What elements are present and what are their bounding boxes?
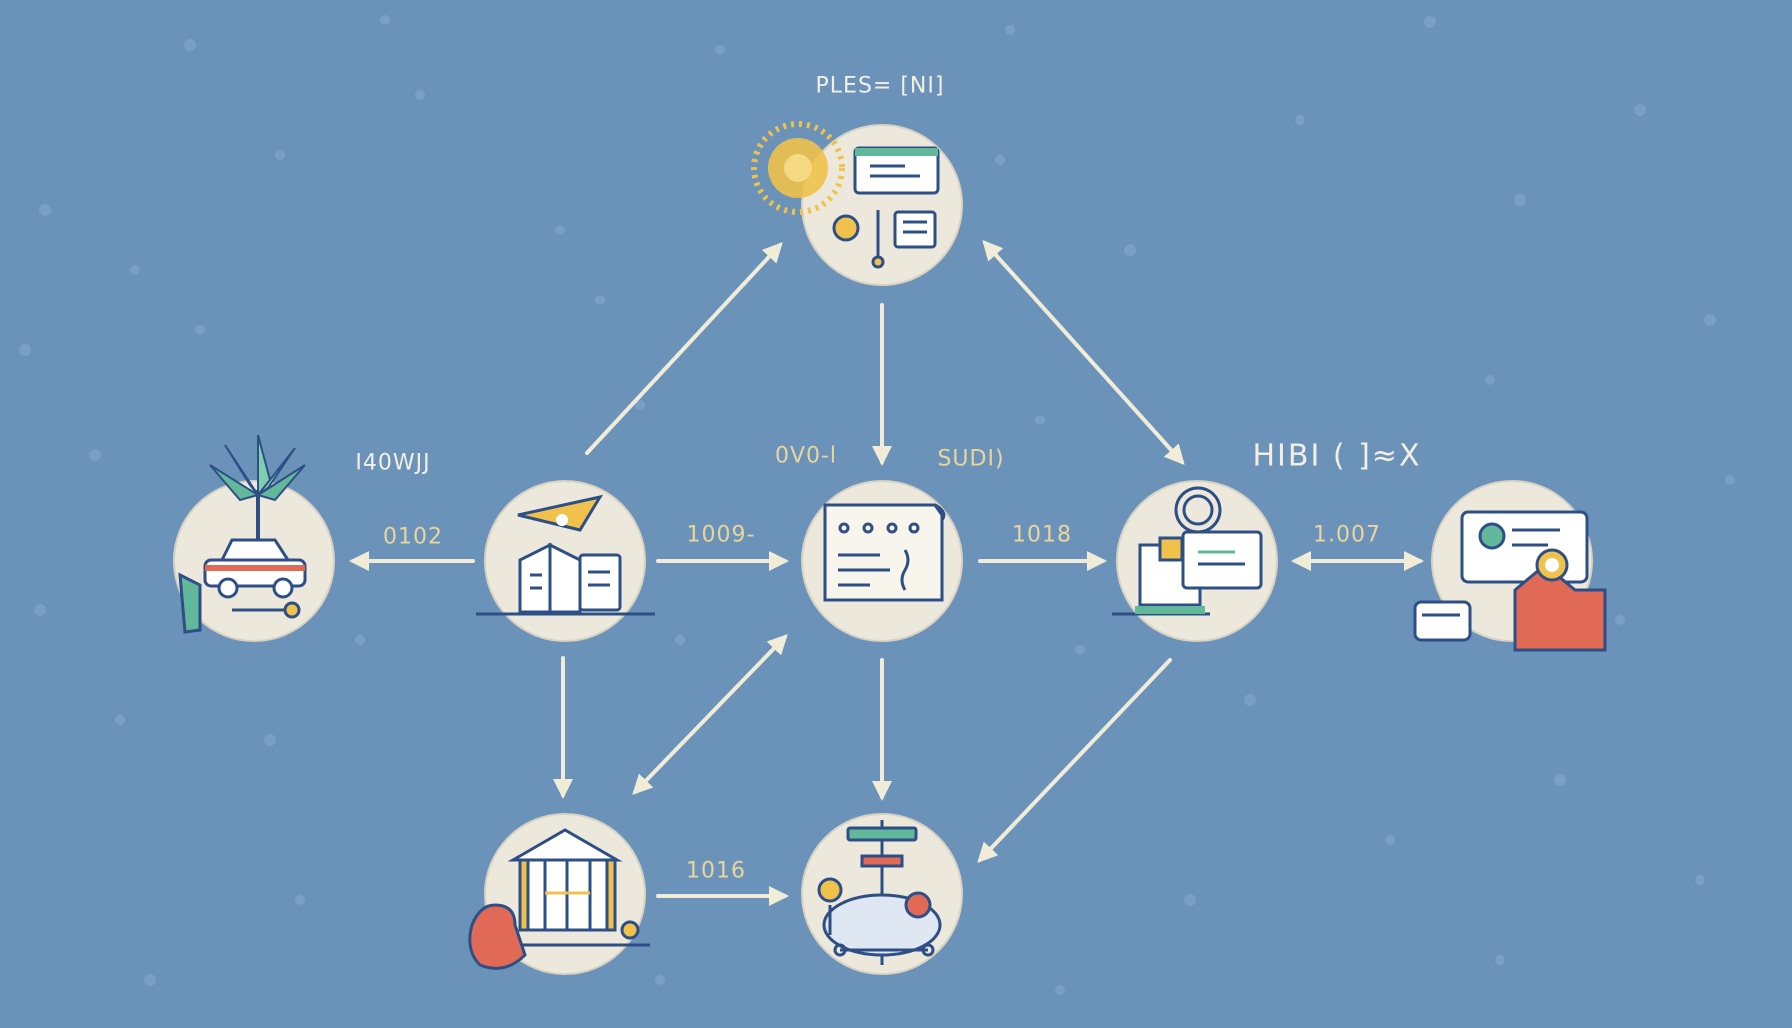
car-icon: [178, 538, 307, 634]
arrow-center-bottom-left-bidirectional: [632, 634, 788, 795]
node-far-right: [1413, 480, 1607, 652]
node-left: [476, 480, 655, 642]
node-bottom-left: [468, 813, 650, 975]
globe-network-icon: [817, 820, 942, 965]
monitor-workstation-icon: [1112, 486, 1263, 616]
label-center-right: SUDI): [937, 446, 1005, 472]
node-far-left: [173, 434, 335, 642]
checklist-document-icon: [823, 503, 946, 602]
arrow-right-to-bottom-center: [977, 658, 1172, 863]
edge-label-far-right: 1.007: [1313, 522, 1381, 548]
node-center: [801, 480, 963, 642]
palm-tree-icon: [209, 434, 306, 540]
label-right: HIBI ( ]≈X: [1252, 438, 1422, 474]
node-right: [1112, 480, 1278, 642]
arrow-top-right-bidirectional: [982, 240, 1185, 465]
label-far-left-node: I40WJJ: [355, 450, 431, 476]
building-money-bag-icon: [468, 828, 650, 970]
edge-label-mid-right: 1018: [1012, 522, 1072, 548]
dashboard-settings-icon: [832, 146, 940, 269]
documents-folder-icon: [476, 494, 655, 616]
node-bottom-center: [801, 813, 963, 975]
arrow-left-to-top: [585, 242, 783, 455]
label-center-left: 0V0-l: [774, 443, 838, 469]
label-top: PLES= [NI]: [815, 73, 945, 99]
connectors: [349, 240, 1424, 906]
computer-mailbox-icon: [1413, 510, 1607, 652]
edge-label-bottom: 1016: [686, 858, 746, 884]
node-top: [751, 121, 963, 286]
edge-label-mid-left: 1009-: [686, 522, 756, 548]
edge-label-far-left: 0102: [383, 524, 443, 550]
background-dots: [19, 15, 1735, 995]
sun-badge-icon: [751, 121, 845, 215]
